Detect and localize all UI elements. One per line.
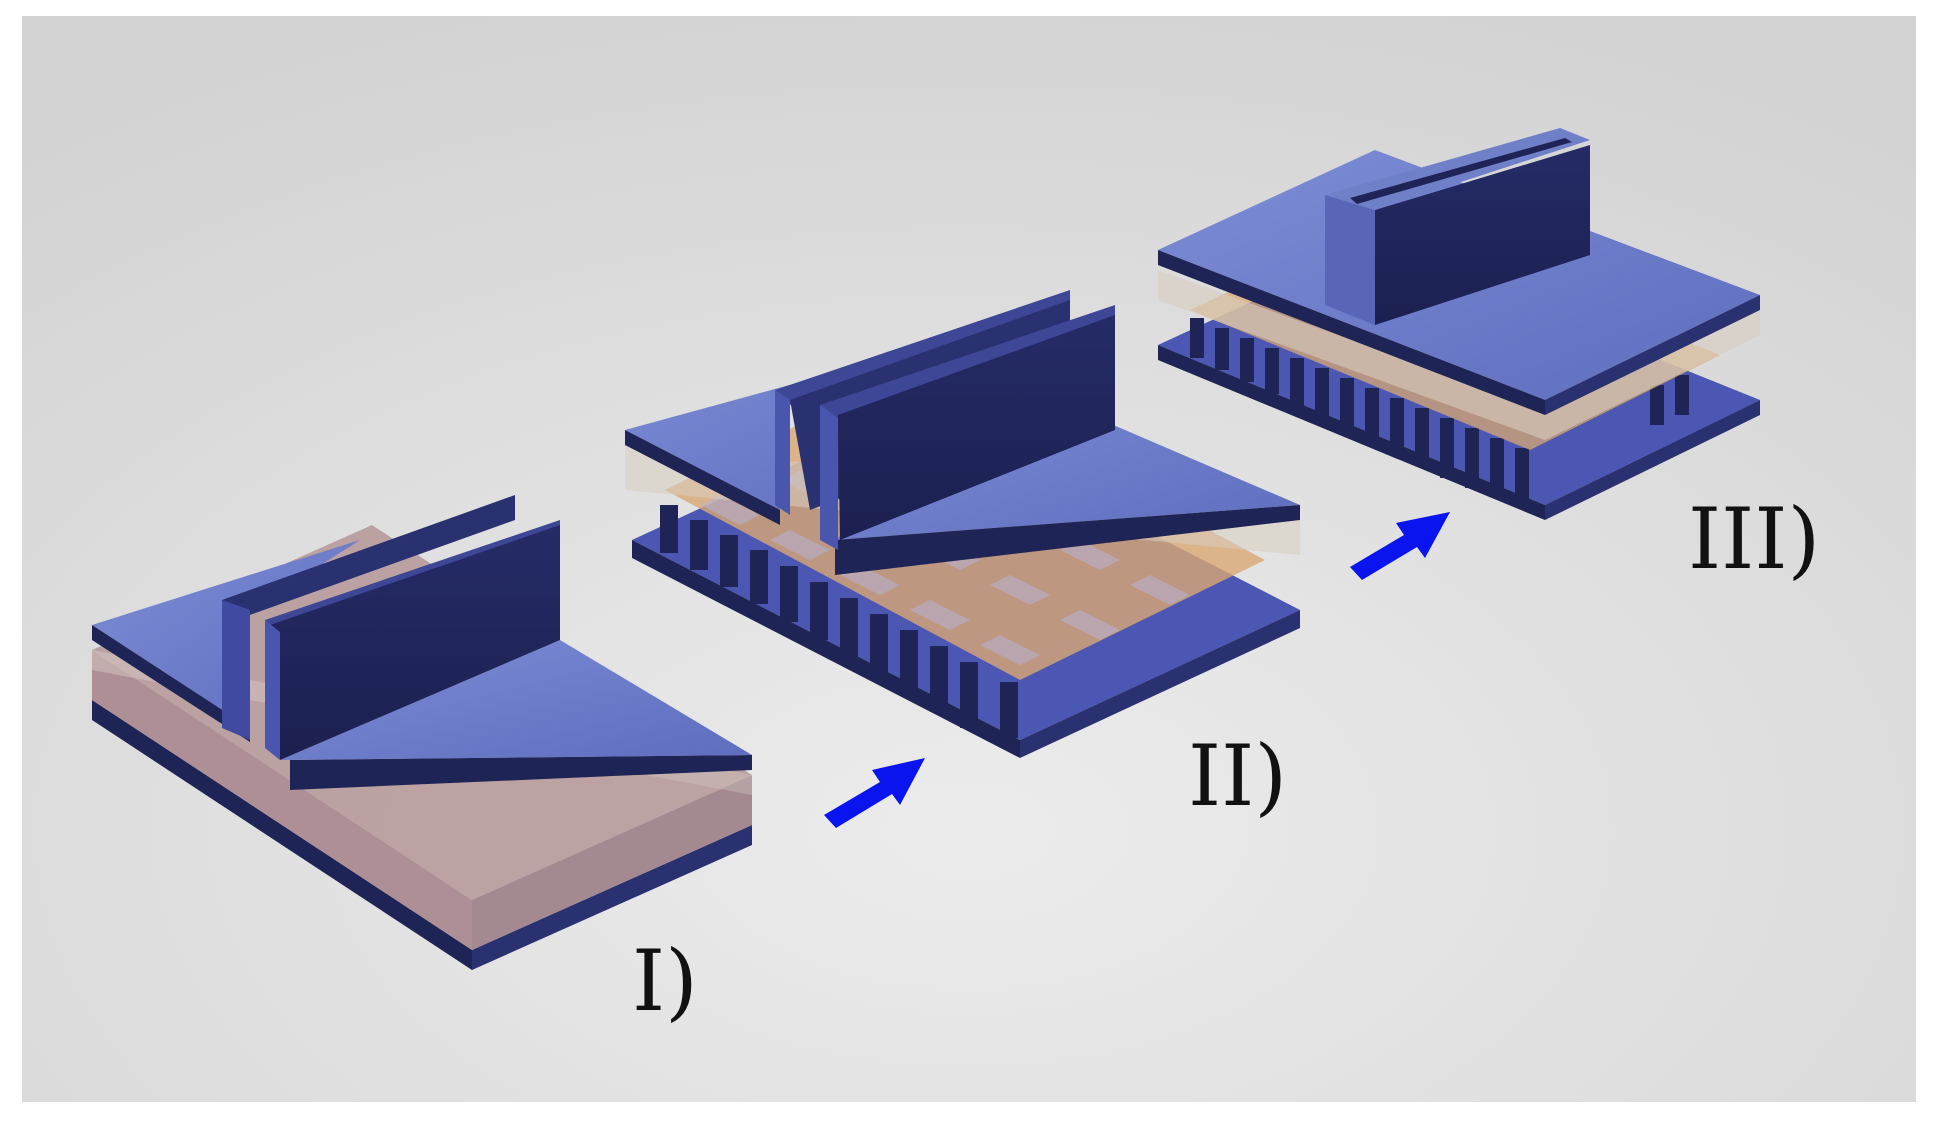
stage-1-body-right	[472, 775, 752, 950]
arrow-2-to-3	[1350, 512, 1450, 580]
stage-1-substrate-front	[92, 700, 472, 970]
stage-1-wall-back	[222, 495, 515, 625]
stage-2-wall-front-side	[820, 405, 838, 550]
stage-2-top-plate-edge	[625, 430, 780, 525]
stage-2-pillars	[660, 505, 1018, 738]
stage-1-wedge-top	[290, 755, 752, 790]
stage-2-wall-back-top	[775, 290, 1070, 405]
stage-1-label: I)	[632, 932, 698, 1030]
stage-3-base-right	[1545, 400, 1760, 520]
stage-2-base-right	[1020, 610, 1300, 758]
stage-2-wall-front-face	[838, 315, 1115, 540]
stage-1-wedge-surface	[280, 640, 752, 760]
stage-2-wedge-edge	[835, 505, 1300, 575]
stage-2-label: II)	[1188, 727, 1287, 825]
stage-3-pillars	[1190, 318, 1689, 503]
stage-1-substrate-right	[472, 825, 752, 970]
stage-3-wall-face	[1375, 145, 1590, 325]
arrow-icon	[824, 758, 925, 828]
stage-1-wall-front-face	[270, 525, 560, 760]
stage-1-wall-front-side	[265, 620, 280, 760]
stage-2-wall-back-side	[775, 390, 790, 515]
stage-2-structure	[625, 290, 1300, 758]
stage-1-wall-back-face	[222, 600, 250, 740]
stage-3-label: III)	[1688, 490, 1820, 588]
stage-1-left-plate-edge	[92, 625, 250, 742]
stage-3-translucent-band	[1158, 270, 1760, 440]
stage-2-base-front	[632, 540, 1020, 758]
stage-1-body-front	[92, 650, 472, 950]
stage-3-wall-side	[1325, 195, 1375, 325]
stage-2-wedge-surface	[835, 385, 1300, 540]
stage-3-top-plate-right	[1545, 295, 1760, 415]
stage-3-top-plate-front	[1158, 250, 1545, 415]
stage-2-top-plate	[625, 330, 990, 510]
stage-3-structure	[1158, 128, 1760, 520]
arrow-icon	[1350, 512, 1450, 580]
arrow-1-to-2	[824, 758, 925, 828]
stage-2-wall-front-top	[820, 305, 1115, 420]
stage-1-structure	[92, 495, 752, 970]
stage-3-wall-slot	[1350, 138, 1572, 204]
